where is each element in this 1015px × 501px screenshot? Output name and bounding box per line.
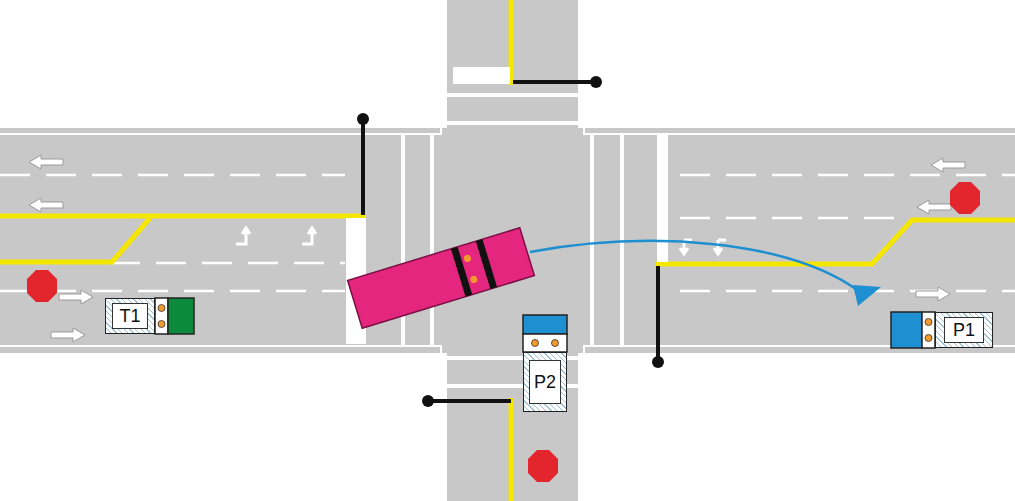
vehicle-box: P1 [935, 312, 993, 348]
path-arrow [530, 241, 881, 306]
direction-arrows [29, 155, 965, 342]
vehicle-label-panel: P1 [944, 317, 984, 343]
vehicle-label-panel: T1 [112, 303, 148, 329]
vehicle-id: P2 [534, 373, 556, 391]
turning-vehicle [348, 228, 535, 328]
vehicle-id: T1 [119, 307, 140, 325]
vehicle-cabs [155, 298, 935, 352]
stop-signs [27, 182, 980, 482]
vehicle-id: P1 [953, 321, 975, 339]
vehicle-box: P2 [523, 352, 567, 412]
vehicle-box: T1 [105, 298, 155, 334]
stop-lines [346, 67, 668, 344]
vehicle-label-panel: P2 [529, 360, 561, 404]
